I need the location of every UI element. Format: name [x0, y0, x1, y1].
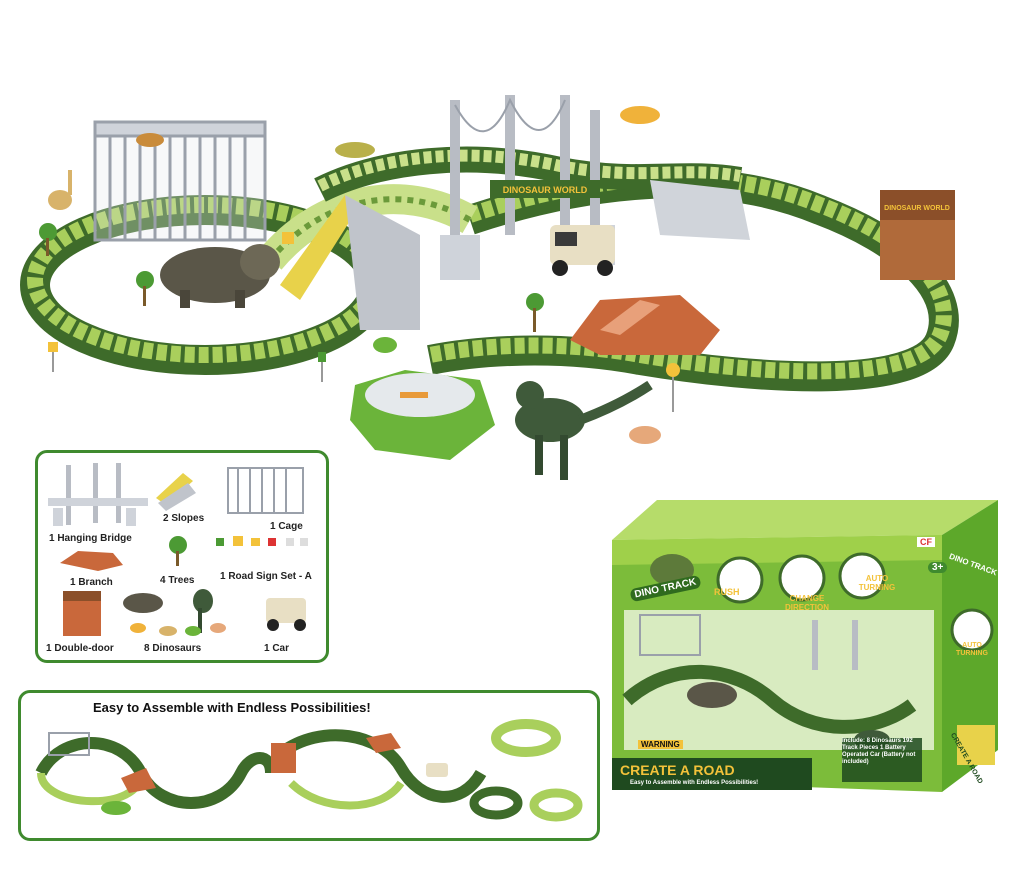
item-label-door: 1 Double-door — [46, 643, 114, 654]
item-label-branch: 1 Branch — [70, 577, 113, 588]
branch-piece — [570, 295, 720, 355]
feature-label-change-direction: CHANGE DIRECTION — [785, 594, 829, 612]
contents-illustrations — [48, 463, 308, 636]
item-dinosaurs-icon — [123, 589, 226, 636]
side-feature-label: AUTO TURNING — [956, 642, 988, 657]
road-sign-figures — [48, 232, 680, 412]
item-label-bridge: 1 Hanging Bridge — [49, 533, 132, 544]
gate-sign: DINOSAUR WORLD — [884, 205, 950, 212]
triceratops-figure — [160, 244, 280, 308]
item-branch-icon — [60, 551, 123, 571]
feature-label-rush: RUSH — [714, 587, 740, 597]
feature-bubble-2 — [778, 554, 826, 602]
item-label-car: 1 Car — [264, 643, 290, 654]
package-includes: Include: 8 Dinosaurs 192 Track Pieces 1 … — [842, 738, 916, 765]
slope-piece-right — [650, 180, 750, 240]
item-car-icon — [266, 598, 306, 631]
package-age-badge: 3+ — [928, 562, 948, 573]
assembly-title: Easy to Assemble with Endless Possibilit… — [93, 700, 371, 715]
tree-figures — [39, 223, 544, 332]
trex-figure — [515, 380, 653, 480]
auto-turning-base — [350, 370, 495, 460]
slope-piece — [280, 195, 420, 330]
cage-piece — [93, 120, 267, 242]
contents-panel: 1 Hanging Bridge 2 Slopes 1 Cage 1 Branc… — [35, 450, 329, 663]
item-label-dinos: 8 Dinosaurs — [144, 643, 202, 654]
package-box — [612, 500, 998, 792]
bridge-sign: DINOSAUR WORLD — [503, 185, 588, 195]
small-dino-figures — [48, 106, 661, 444]
feature-bubble-3 — [838, 552, 886, 600]
double-door-gate: DINOSAUR WORLD — [880, 190, 955, 280]
assembly-panel: Easy to Assemble with Endless Possibilit… — [18, 690, 600, 841]
side-feature-bubble — [950, 608, 994, 652]
item-trees-icon — [169, 536, 187, 566]
layout-example-2 — [271, 729, 487, 810]
package-brand-badge: CF — [917, 537, 935, 547]
assembly-layouts — [35, 719, 583, 822]
item-cage-icon — [227, 467, 304, 514]
item-road-signs-icon — [216, 536, 308, 546]
hero-track-scene: DINOSAUR WORLD DINOSAUR WORLD — [20, 95, 959, 480]
package-warning: WARNING — [638, 740, 683, 749]
feature-label-auto-turning: AUTO TURNING — [858, 574, 896, 592]
package-headline: CREATE A ROAD — [620, 762, 735, 778]
layout-example-1 — [35, 732, 277, 815]
item-label-trees: 4 Trees — [160, 575, 195, 586]
item-bridge-icon — [48, 463, 148, 526]
item-label-signs: 1 Road Sign Set - A — [220, 571, 312, 582]
item-label-cage: 1 Cage — [270, 521, 303, 532]
package-tagline: Easy to Assemble with Endless Possibilit… — [630, 780, 759, 786]
item-double-door-icon — [63, 591, 101, 636]
item-label-slopes: 2 Slopes — [163, 513, 205, 524]
car-on-bridge — [550, 225, 615, 276]
item-slopes-icon — [156, 473, 196, 511]
feature-bubble-1 — [716, 556, 764, 604]
layout-example-3 — [469, 719, 583, 822]
